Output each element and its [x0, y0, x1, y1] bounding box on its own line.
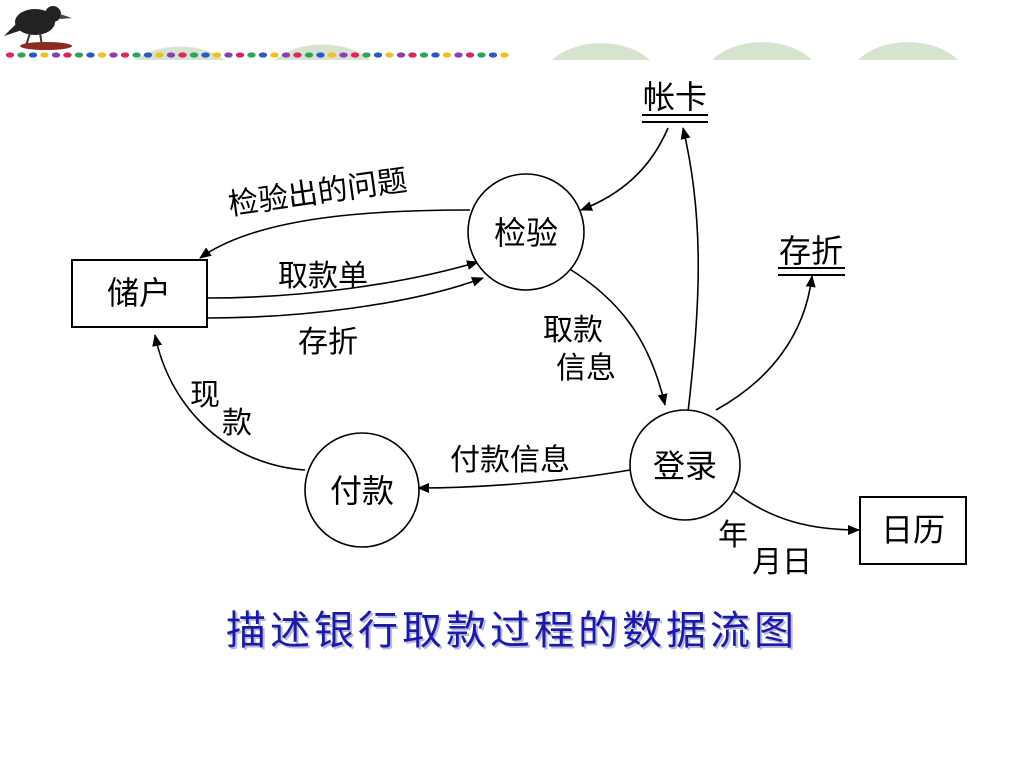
decorative-dot — [488, 52, 498, 58]
decorative-dot — [40, 52, 49, 58]
decorative-dot — [465, 52, 475, 58]
node-payment: 付款 — [304, 432, 420, 548]
edge-depositor-to-verify-slip — [206, 260, 479, 299]
decorative-dot — [178, 52, 187, 58]
edge-label-withdraw-slip: 取款单 — [278, 259, 368, 294]
decorative-dot — [419, 52, 429, 58]
decorative-dot — [97, 52, 107, 58]
decorative-dot — [166, 52, 176, 58]
edge-payment-to-depositor — [152, 334, 306, 471]
decorative-dot — [28, 52, 38, 58]
decorative-dot — [109, 52, 118, 58]
edge-label-cash-2: 款 — [222, 406, 252, 441]
decorative-dot — [17, 52, 26, 58]
edge-label-cash-1: 现 — [190, 378, 220, 413]
decorative-dot — [477, 52, 486, 58]
node-verify-label: 检验 — [494, 214, 558, 252]
decorative-dot — [362, 52, 371, 58]
decorative-dot — [247, 52, 256, 58]
edge-verify-to-register — [567, 267, 668, 406]
edges — [152, 127, 860, 535]
node-register-label: 登录 — [653, 447, 717, 485]
node-register: 登录 — [629, 409, 741, 521]
edge-verify-to-depositor — [199, 209, 471, 259]
node-passbook-store: 存折 — [778, 232, 845, 276]
decorative-dot — [120, 52, 130, 58]
bird-icon — [4, 6, 72, 50]
decorative-dot — [316, 52, 325, 58]
decorative-dot — [63, 52, 72, 58]
decorative-dot — [224, 52, 233, 58]
node-account-card-label: 帐卡 — [643, 78, 707, 116]
decorative-dot — [270, 52, 279, 58]
edge-register-to-passbook-store — [715, 275, 816, 411]
decorative-dot — [281, 52, 291, 58]
decorative-arcs — [135, 42, 958, 60]
decorative-dot — [143, 52, 153, 58]
edge-label-date-2: 月日 — [752, 545, 812, 580]
decorative-dot — [385, 52, 394, 58]
decorative-dot — [5, 52, 15, 58]
decorative-dot — [201, 52, 210, 58]
decorative-dot — [327, 52, 337, 58]
edge-label-withdraw-info-2: 信息 — [556, 351, 616, 386]
edge-label-problems: 检验出的问题 — [226, 163, 409, 223]
edge-label-payment-info: 付款信息 — [450, 443, 570, 478]
decorative-dot — [350, 52, 360, 58]
caption-shadow: 描述银行取款过程的数据流图 — [228, 610, 800, 656]
decorative-dot — [408, 52, 417, 58]
edge-register-to-calendar — [731, 489, 860, 535]
decorative-dot — [373, 52, 383, 58]
decorative-dot — [235, 52, 245, 58]
edge-account-card-to-verify — [580, 127, 669, 211]
edge-depositor-to-verify-passbook — [206, 277, 484, 319]
decorative-dot — [396, 52, 406, 58]
decorative-dot — [74, 52, 84, 58]
node-depositor: 储户 — [71, 259, 208, 328]
decorative-dot — [293, 52, 302, 58]
caption: 描述银行取款过程的数据流图 描述银行取款过程的数据流图 — [226, 608, 800, 656]
decorative-dot — [431, 52, 440, 58]
decorative-dot — [132, 52, 141, 58]
edge-register-to-payment — [417, 469, 631, 493]
decorative-dot — [442, 52, 452, 58]
node-calendar-label: 日历 — [881, 511, 945, 549]
node-verify: 检验 — [467, 173, 585, 291]
node-payment-label: 付款 — [330, 472, 394, 510]
caption-text: 描述银行取款过程的数据流图 — [226, 608, 798, 654]
header-decoration — [4, 6, 958, 60]
decorative-dot — [51, 52, 61, 58]
node-depositor-label: 储户 — [107, 274, 171, 312]
decorative-dot — [155, 52, 164, 58]
decorative-dot — [454, 52, 463, 58]
edge-register-to-account-card — [680, 127, 700, 413]
node-calendar: 日历 — [859, 496, 967, 565]
decorative-dot — [258, 52, 268, 58]
decorative-dot-row — [5, 52, 509, 58]
edge-label-date-1: 年 — [718, 518, 748, 553]
decorative-dot — [86, 52, 95, 58]
decorative-dot — [339, 52, 348, 58]
node-passbook-store-label: 存折 — [779, 232, 843, 270]
node-account-card: 帐卡 — [642, 78, 708, 123]
edge-label-withdraw-info-1: 取款 — [543, 313, 603, 348]
edge-label-passbook: 存折 — [298, 325, 358, 360]
decorative-dot — [189, 52, 199, 58]
decorative-dot — [304, 52, 314, 58]
decorative-dot — [212, 52, 222, 58]
decorative-dot — [500, 52, 509, 58]
